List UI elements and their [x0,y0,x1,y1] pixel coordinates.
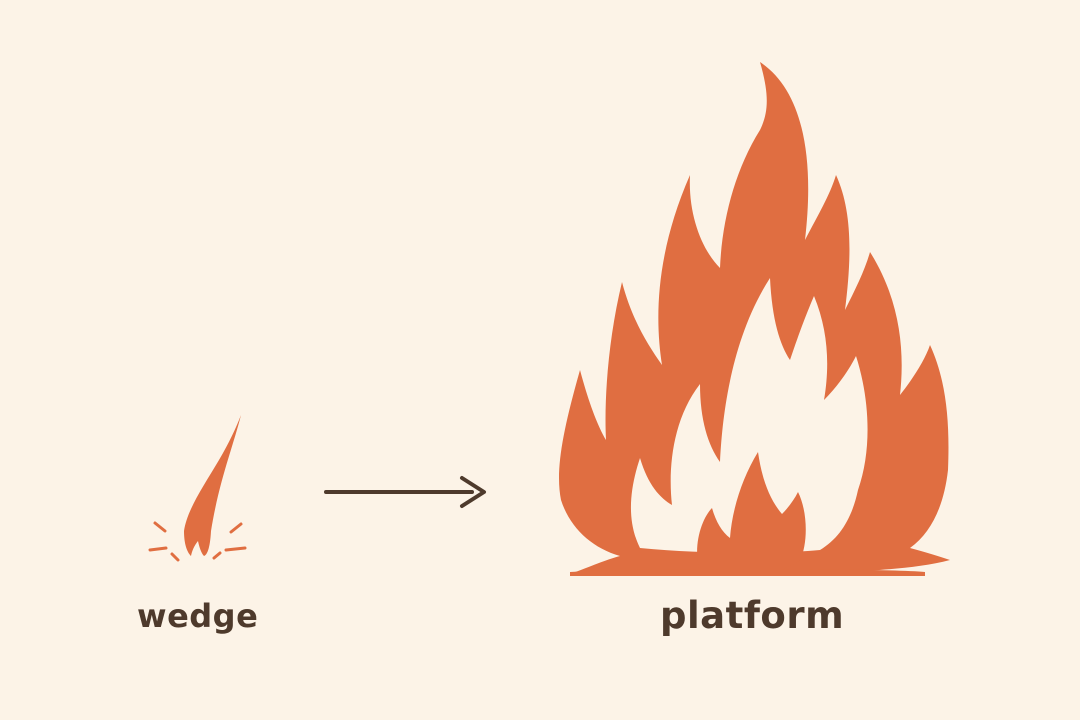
big-flame-icon [559,62,950,576]
wedge-label: wedge [137,597,259,635]
small-flame-icon [184,415,241,556]
spark-icon [148,521,247,562]
arrow-right-icon [324,476,486,508]
platform-label: platform [660,594,845,637]
